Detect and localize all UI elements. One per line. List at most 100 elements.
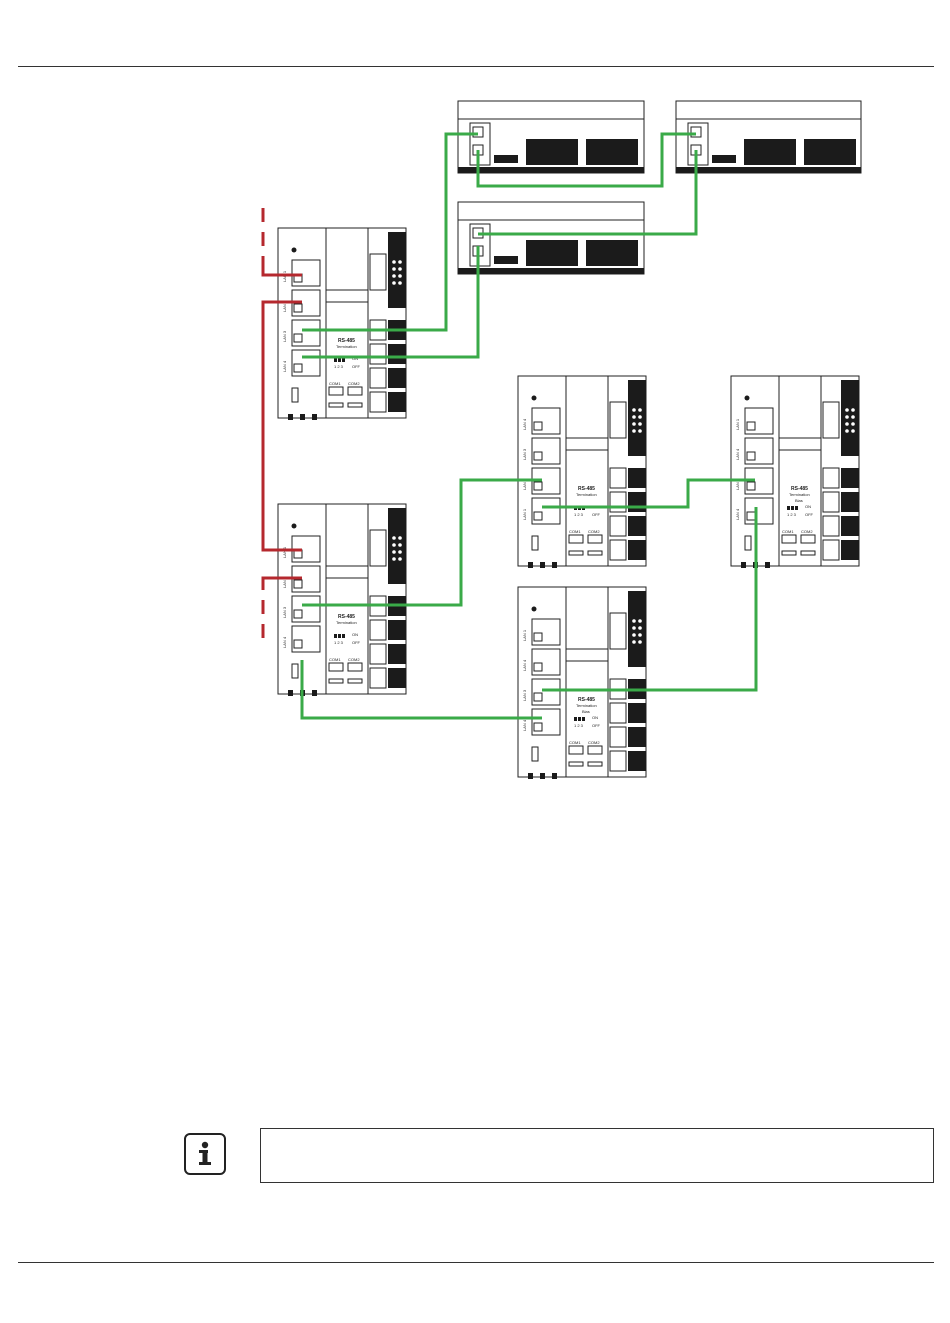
top-rule [18,66,934,67]
panel-base [676,167,861,173]
io-led [638,626,642,630]
dip-off-label: OFF [352,640,361,645]
green-cable-c-to-d [542,478,755,509]
bias-label: Bias [582,709,590,714]
com1-label: COM1 [569,740,581,745]
dip-switch [342,634,345,638]
lan-port-label: LAN 3 [282,606,287,618]
dip-switch [334,358,337,362]
terminal-block [369,343,387,365]
label-strip [587,550,603,556]
usb-port [291,663,299,679]
termination-label: Termination [336,344,357,349]
controller-body [565,586,609,778]
com-connector [568,745,584,755]
mounting-foot [312,690,317,696]
com1-label: COM1 [569,529,581,534]
controller-body [778,375,822,567]
panel-device-middle [457,201,645,275]
dip-switch [574,717,577,721]
controller-body [325,227,369,419]
label-strip [781,550,797,556]
lan-port-jack [533,421,543,431]
io-display [369,253,387,291]
panel-module [744,139,796,165]
rs485-label: RS-485 [578,486,595,492]
lan-port-jack [533,481,543,491]
green-cable-panel2-to-panel3 [478,150,698,236]
dip-off-label: OFF [592,723,601,728]
status-led [531,395,537,401]
panel-module [526,139,578,165]
termination-label: Termination [576,703,597,708]
terminal-block [609,702,627,724]
green-cable-panel1-to-panel2 [476,132,696,188]
lan-port-label: LAN 2 [282,300,287,312]
terminal-block [822,539,840,561]
io-led [392,536,396,540]
io-led [398,543,402,547]
lan-port-label: LAN 4 [522,719,527,731]
io-led [638,429,642,433]
termination-label: Termination [576,492,597,497]
com-connector [587,534,603,544]
lan-port-label: LAN 2 [282,576,287,588]
com-connector [347,662,363,672]
terminal-block-dark [841,468,859,488]
panel-module [526,240,578,266]
panel-slot [494,256,518,264]
io-module-dark [841,380,859,456]
terminal-block-dark [628,516,646,536]
label-strip [347,678,363,684]
terminal-block-dark [388,668,406,688]
lan-port-label: LAN 3 [282,330,287,342]
label-strip [568,761,584,767]
terminal-block [822,491,840,513]
dip-switch [578,717,581,721]
terminal-block [369,391,387,413]
lan-port-jack [533,511,543,521]
io-led [845,422,849,426]
dip-switch [795,506,798,510]
dip-numbers-label: 1 2 3 [787,512,797,517]
lan-port-jack [533,451,543,461]
terminal-block [609,726,627,748]
label-strip [328,402,344,408]
rs485-label: RS-485 [578,697,595,703]
terminal-block [369,619,387,641]
dip-numbers-label: 1 2 3 [574,512,584,517]
io-led [632,633,636,637]
lan-port [690,126,702,138]
dip-switch [338,634,341,638]
rs485-label: RS-485 [338,338,355,344]
io-led [638,640,642,644]
io-led [851,408,855,412]
mounting-foot [540,562,545,568]
io-led [632,422,636,426]
io-led [851,422,855,426]
terminal-block-dark [841,492,859,512]
lan-port-jack [746,421,756,431]
lan-port-label: LAN 3 [522,448,527,460]
com2-label: COM2 [588,740,600,745]
io-led [845,415,849,419]
dip-switch [582,717,585,721]
terminal-block-dark [388,344,406,364]
terminal-block [609,515,627,537]
io-led [392,550,396,554]
dip-numbers-label: 1 2 3 [334,364,344,369]
termination-label: Termination [789,492,810,497]
bottom-rule [18,1262,934,1263]
panel-slot [494,155,518,163]
lan-port-jack [533,722,543,732]
lan-port-jack [533,692,543,702]
dip-switch [334,634,337,638]
status-led [744,395,750,401]
green-cable-a-to-panel1 [302,132,478,332]
dip-switch [338,358,341,362]
io-display [369,529,387,567]
lan-port-label: LAN 4 [735,508,740,520]
io-led [845,408,849,412]
